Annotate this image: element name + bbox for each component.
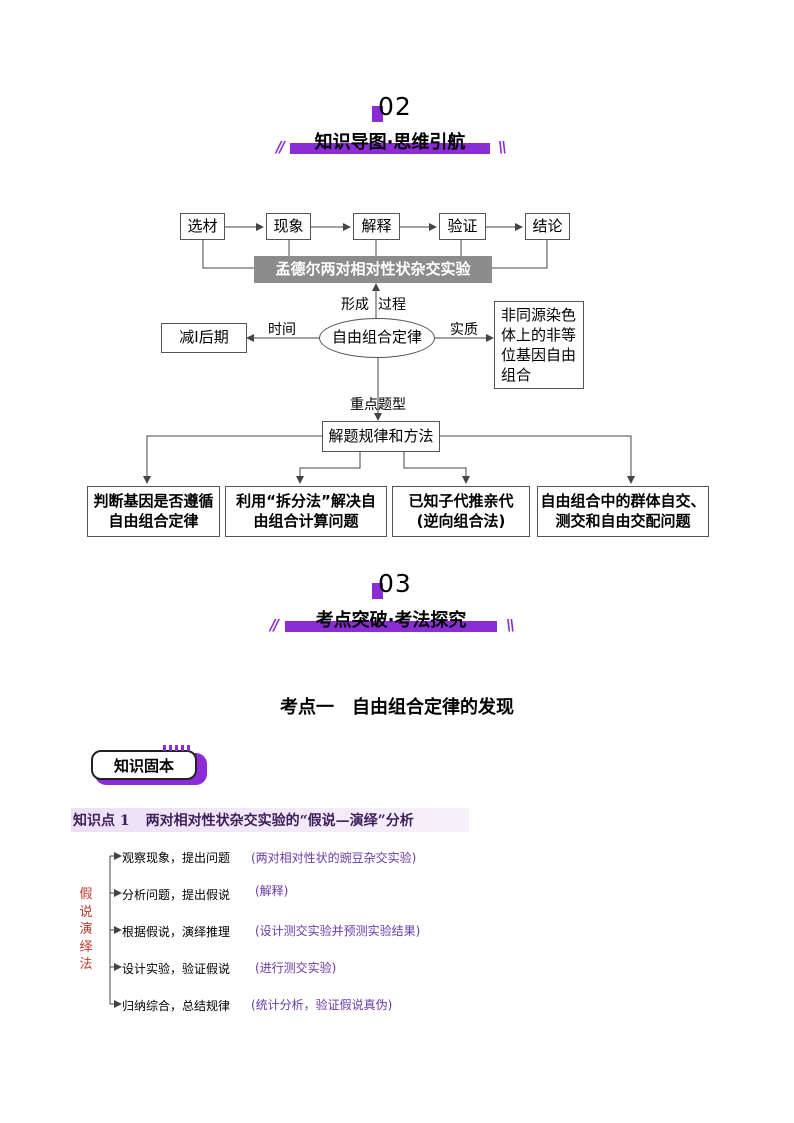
formation-label: 形成	[341, 297, 369, 313]
badge-rings-icon	[163, 745, 193, 751]
bottom-box-split-method: 利用“拆分法”解决自由组合计算问题	[225, 486, 387, 537]
left-slash-decoration-03: //	[270, 616, 279, 634]
right-slash-decoration-03: \\	[506, 616, 515, 634]
bottom-box-population: 自由组合中的群体自交、测交和自由交配问题	[537, 486, 709, 537]
step-box-explanation: 解释	[353, 213, 400, 240]
center-ellipse: 自由组合定律	[319, 318, 435, 358]
method-step: 分析问题，提出假说	[122, 888, 231, 902]
knowledge-point-title: 两对相对性状杂交实验的“假说—演绎”分析	[145, 813, 414, 829]
method-step: 归纳综合，总结规律	[122, 999, 231, 1013]
method-step: 根据假说，演绎推理	[122, 925, 231, 939]
step-box-phenomenon: 现象	[266, 213, 311, 240]
method-char: 演	[79, 922, 93, 938]
section-number-block-03	[372, 583, 383, 599]
method-char: 说	[79, 904, 93, 920]
step-box-verification: 验证	[439, 213, 486, 240]
left-slash-decoration: //	[276, 138, 285, 156]
section-number-block	[372, 106, 383, 122]
experiment-banner: 孟德尔两对相对性状杂交实验	[254, 256, 492, 283]
time-box: 减Ⅰ后期	[161, 323, 247, 353]
section-title-underline-03	[285, 621, 497, 632]
section-title-underline	[290, 143, 490, 154]
knowledge-point-heading: 知识点 1 两对相对性状杂交实验的“假说—演绎”分析	[71, 808, 469, 832]
section-number: 02	[378, 92, 412, 121]
section-title-03: 考点突破·考法探究	[315, 610, 467, 631]
method-note: (两对相对性状的豌豆杂交实验)	[251, 851, 417, 865]
method-step: 观察现象，提出问题	[122, 851, 231, 865]
methods-box: 解题规律和方法	[322, 421, 440, 452]
method-note: (进行测交实验)	[255, 961, 337, 975]
time-label: 时间	[268, 322, 296, 338]
step-box-conclusion: 结论	[525, 213, 570, 240]
method-note: (解释)	[255, 884, 289, 898]
bottom-box-reverse: 已知子代推亲代(逆向组合法)	[392, 486, 530, 537]
section-title: 知识导图·思维引航	[314, 132, 466, 153]
method-note: (设计测交实验并预测实验结果)	[255, 924, 421, 938]
key-types-label: 重点题型	[350, 397, 406, 413]
knowledge-point-label: 知识点 1	[73, 813, 130, 829]
knowledge-badge-label: 知识固本	[113, 756, 174, 775]
essence-box: 非同源染色体上的非等位基因自由组合	[494, 301, 584, 389]
essence-label: 实质	[450, 322, 478, 338]
bottom-box-judge: 判断基因是否遵循自由组合定律	[87, 486, 220, 537]
method-vertical-label: 假 说 演 绎 法	[78, 886, 94, 974]
method-char: 法	[79, 957, 93, 973]
method-step: 设计实验，验证假说	[122, 962, 231, 976]
knowledge-badge: 知识固本	[91, 750, 197, 780]
method-char: 绎	[79, 939, 93, 955]
step-box-material: 选材	[180, 213, 225, 240]
process-label: 过程	[378, 297, 406, 313]
exam-point-title: 考点一 自由组合定律的发现	[280, 697, 514, 718]
section-number-03: 03	[378, 569, 412, 598]
method-char: 假	[79, 887, 93, 902]
right-slash-decoration: \\	[498, 138, 507, 156]
method-note: (统计分析，验证假说真伪)	[251, 998, 393, 1012]
